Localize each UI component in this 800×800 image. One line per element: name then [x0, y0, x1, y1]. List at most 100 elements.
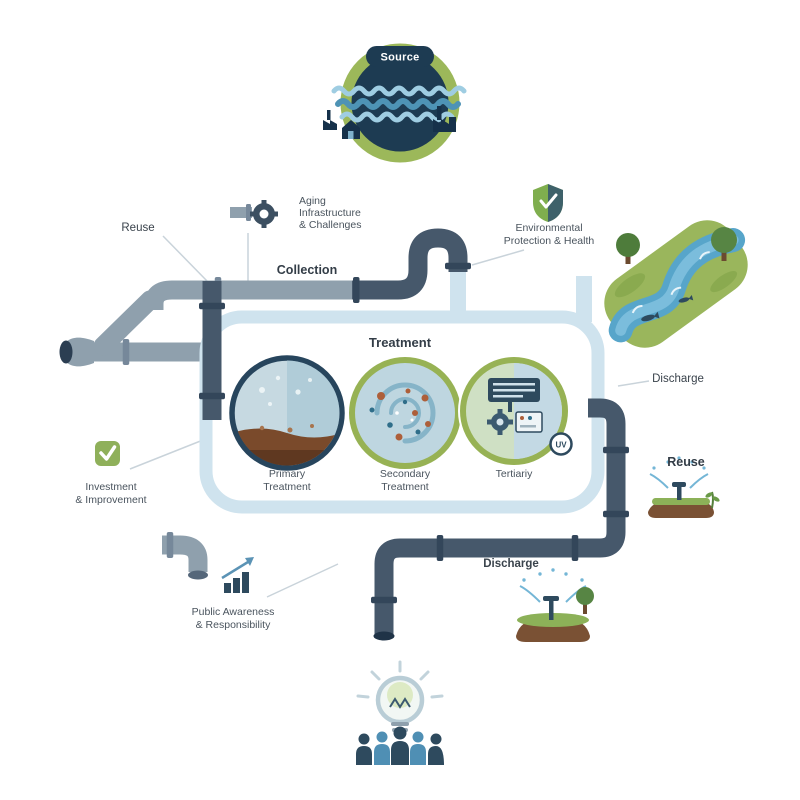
treatment-label: Treatment — [369, 335, 432, 350]
sprinkler — [549, 600, 554, 620]
secondary-circle-ring — [349, 357, 461, 469]
pipe-flange — [122, 339, 130, 365]
water-wave — [335, 98, 461, 110]
investment-label-line1: Investment — [85, 481, 136, 493]
bar-chart-icon — [221, 557, 254, 593]
spray-drops — [652, 456, 706, 470]
pipe-stub — [230, 207, 252, 218]
primary-label-line2: Treatment — [263, 481, 311, 493]
check-mark — [99, 445, 117, 461]
factory-icon — [433, 117, 456, 132]
shield-icon — [533, 184, 563, 222]
water-wave — [339, 111, 455, 123]
people-icons — [356, 726, 444, 765]
pipe-open-end — [373, 631, 395, 641]
leader-discharge-right — [617, 380, 650, 387]
leader-public-awareness — [266, 563, 339, 598]
tree-icon — [576, 587, 594, 605]
pipe-flange — [371, 596, 397, 604]
pipe-flange — [571, 535, 579, 561]
pipe-flange — [603, 446, 629, 454]
sediment-bubbles — [259, 424, 314, 433]
pipe-flange — [436, 535, 444, 561]
dark-pipes — [199, 228, 629, 641]
pipe-flange — [246, 204, 251, 221]
tree-trunk — [721, 246, 727, 261]
fish-icon — [678, 295, 694, 303]
aging-label-line1: Aging — [299, 195, 326, 207]
aging-infrastructure-icon — [230, 200, 278, 228]
fish-icon — [641, 311, 660, 322]
pipe-open-end — [59, 340, 73, 364]
investment-check-icon — [95, 441, 120, 466]
text-labels: Reuse Aging Infrastructure & Challenges … — [75, 195, 704, 631]
discharge-right-label: Discharge — [652, 373, 704, 385]
leader-investment — [129, 439, 204, 470]
control-panel — [515, 411, 543, 433]
person-icon — [356, 733, 372, 765]
river-highlight — [615, 234, 739, 336]
person-icon — [410, 731, 426, 765]
pipe-light-connector — [450, 268, 466, 324]
pipe-flange — [445, 262, 471, 270]
bulb-rays — [356, 660, 444, 699]
pipe-flange — [199, 302, 225, 310]
sprinkler — [677, 486, 682, 500]
pipe-flange — [603, 510, 629, 518]
primary-treatment-circle — [227, 353, 347, 473]
leader-reuse-top — [162, 235, 209, 283]
soil — [648, 502, 714, 518]
aging-label-line3: & Challenges — [299, 219, 361, 231]
factory-icon — [323, 120, 337, 130]
reuse-right-label: Reuse — [667, 455, 705, 469]
discharge-bottom-label: Discharge — [483, 558, 539, 570]
grass-patch — [614, 273, 646, 298]
swirl-arc — [389, 397, 421, 429]
trend-arrow — [221, 560, 249, 580]
environmental-label-line2: Protection & Health — [504, 235, 595, 247]
river-bank — [604, 220, 748, 348]
uv-label: UV — [555, 441, 567, 450]
river-illustration — [604, 220, 748, 348]
pipe-top-elbow — [352, 228, 468, 300]
water-spray — [649, 473, 709, 489]
environmental-label-line1: Environmental — [515, 222, 582, 234]
pipe-inlet-diagonal — [93, 290, 160, 356]
leader-lines — [129, 233, 650, 598]
grass-patch — [710, 270, 738, 293]
gear-icon — [250, 200, 278, 228]
secondary-label-line2: Treatment — [381, 481, 429, 493]
person-icon — [391, 726, 409, 765]
house-door — [348, 131, 354, 139]
aging-label-line2: Infrastructure — [299, 207, 361, 219]
lightbulb-icon — [356, 660, 444, 737]
tertiary-treatment-circle: UV — [458, 355, 573, 467]
reuse-top-label: Reuse — [121, 222, 154, 234]
factory-chimney — [327, 110, 331, 120]
pipe-flange — [166, 532, 174, 558]
secondary-treatment-circle — [347, 355, 463, 471]
irrigation-icon-right — [648, 456, 720, 518]
pipe-discharge-run — [374, 398, 626, 634]
gear-icon — [487, 409, 513, 435]
public-label-line1: Public Awareness — [192, 606, 275, 618]
grass — [652, 498, 710, 505]
uv-badge — [549, 432, 573, 456]
source-diagram: Source — [323, 43, 467, 163]
filament — [389, 697, 411, 709]
microbe-dots-teal — [369, 399, 421, 435]
microbe-dots-white — [395, 411, 414, 422]
pipe-light-connector — [576, 276, 592, 322]
tree-icon — [711, 227, 737, 253]
person-icon — [428, 733, 444, 765]
leader-environmental — [471, 249, 525, 266]
river-wavelets — [631, 251, 710, 314]
collection-label: Collection — [277, 263, 337, 277]
pipe-flange — [353, 277, 360, 303]
pipe-open-end — [188, 570, 208, 580]
microbe-dots-rust — [377, 388, 431, 441]
tree-icon — [616, 233, 640, 257]
source-label: Source — [380, 52, 419, 64]
spray-drops — [522, 568, 584, 582]
